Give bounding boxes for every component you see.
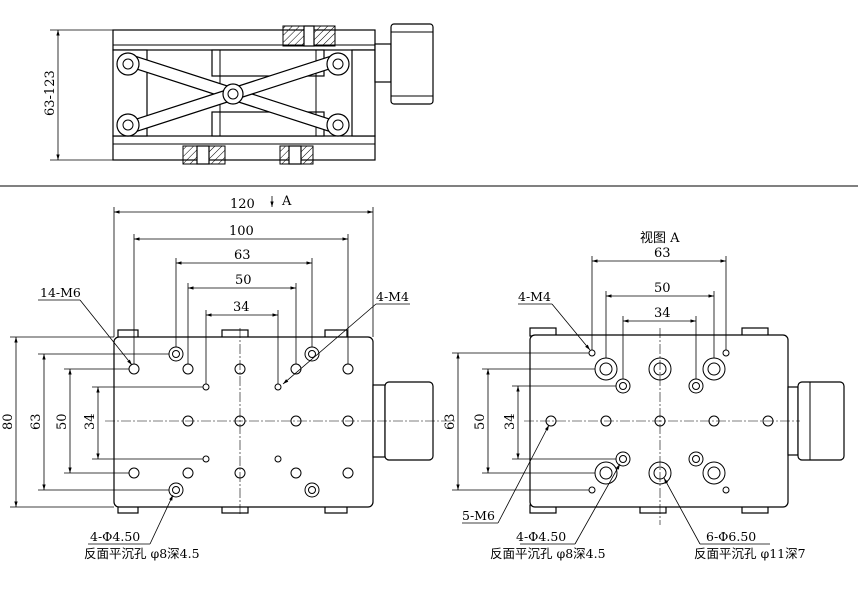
- front-knob: [390, 23, 434, 105]
- top-dim-height-80: 80: [1, 413, 16, 430]
- top-dim-height-50: 50: [55, 413, 70, 430]
- view-a: 视图 A: [443, 231, 845, 561]
- pivot-top-right: [326, 52, 350, 76]
- view-a-note-4-phi-4-50: 4-Φ4.50: [516, 529, 566, 544]
- view-a-dim-height-63: 63: [443, 413, 458, 430]
- top-view-body: [113, 336, 374, 508]
- note-4-phi-4-50-top: 4-Φ4.50: [90, 529, 140, 544]
- front-bottom-plate: [112, 135, 376, 161]
- view-a-dim-63: 63: [654, 246, 671, 261]
- front-height-range-label: 63-123: [43, 70, 58, 116]
- view-a-note-counterbore-small: 反面平沉孔 φ8深4.5: [490, 546, 606, 561]
- note-counterbore-top: 反面平沉孔 φ8深4.5: [84, 546, 200, 561]
- view-arrow-label: A: [281, 194, 292, 209]
- view-a-dim-50: 50: [654, 281, 671, 296]
- top-dim-50: 50: [235, 273, 252, 288]
- view-a-dim-height-34: 34: [503, 413, 518, 430]
- top-view: 120 100 63 50 34 A 80 63 50: [1, 194, 455, 561]
- top-dim-34: 34: [233, 300, 250, 315]
- top-dim-height-34: 34: [83, 413, 98, 430]
- view-a-note-6-phi-6-50: 6-Φ6.50: [706, 529, 756, 544]
- top-dim-120: 120: [230, 197, 255, 212]
- view-a-knob: [797, 381, 845, 461]
- view-a-dim-34: 34: [654, 306, 671, 321]
- top-view-holes: [128, 346, 354, 498]
- top-dim-height-63: 63: [29, 413, 44, 430]
- view-a-note-4-m4: 4-M4: [518, 289, 551, 304]
- view-a-note-5-m6: 5-M6: [462, 508, 495, 523]
- pivot-top-left: [116, 52, 140, 76]
- view-a-title: 视图 A: [640, 231, 680, 246]
- pivot-bottom-left: [116, 113, 140, 137]
- front-view: 63-123: [43, 23, 434, 165]
- view-a-dim-height-50: 50: [473, 413, 488, 430]
- front-top-plate: [112, 29, 376, 51]
- top-dim-100: 100: [229, 224, 254, 239]
- note-4-m4-top: 4-M4: [376, 289, 409, 304]
- view-a-note-counterbore-large: 反面平沉孔 φ11深7: [694, 546, 806, 561]
- front-knob-shaft: [374, 43, 392, 83]
- note-14-m6: 14-M6: [40, 285, 81, 300]
- top-dim-63: 63: [234, 248, 251, 263]
- pivot-center: [222, 83, 244, 105]
- pivot-bottom-right: [326, 113, 350, 137]
